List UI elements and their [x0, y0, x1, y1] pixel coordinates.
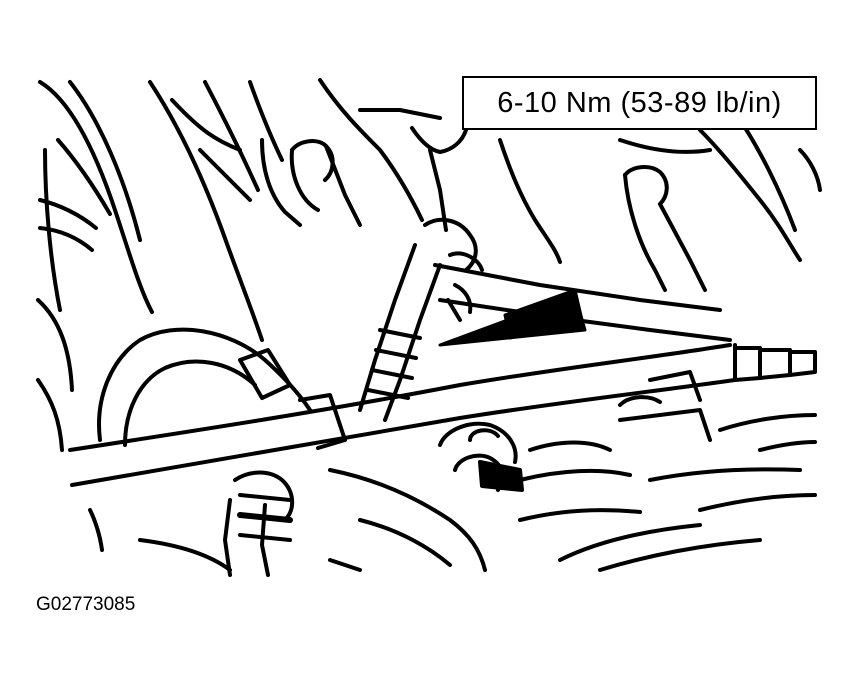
connector-assembly [358, 217, 484, 422]
left-background-curves [36, 80, 284, 452]
upper-bracket-shapes [170, 78, 468, 232]
torque-spec-callout: 6-10 Nm (53-89 lb/in) [462, 76, 817, 130]
hose [97, 327, 347, 450]
fuel-rail [68, 263, 817, 487]
pointer-arrow [438, 288, 587, 347]
figure-id: G02773085 [36, 594, 136, 615]
lower-manifold [138, 413, 817, 572]
upper-right-shapes [498, 118, 822, 292]
torque-spec-label: 6-10 Nm (53-89 lb/in) [497, 86, 782, 119]
injectors [88, 370, 712, 577]
